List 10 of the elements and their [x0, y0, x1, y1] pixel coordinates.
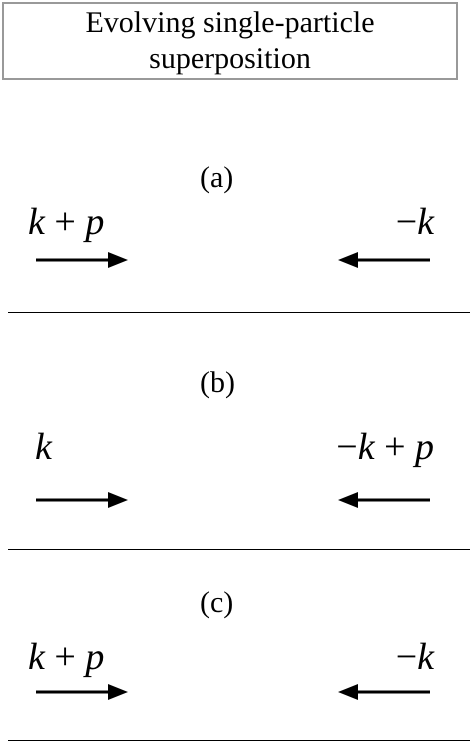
- panel-label: (c): [200, 585, 234, 621]
- momentum-label: −k: [396, 635, 434, 679]
- momentum-label: k + p: [28, 200, 104, 244]
- panel-label: (b): [200, 365, 235, 401]
- momentum-label: k: [35, 425, 52, 469]
- panel-label: (a): [200, 160, 234, 196]
- momentum-label: −k + p: [336, 425, 434, 469]
- momentum-label: −k: [396, 200, 434, 244]
- momentum-label: k + p: [28, 635, 104, 679]
- title-box: Evolving single-particle superposition: [2, 2, 458, 80]
